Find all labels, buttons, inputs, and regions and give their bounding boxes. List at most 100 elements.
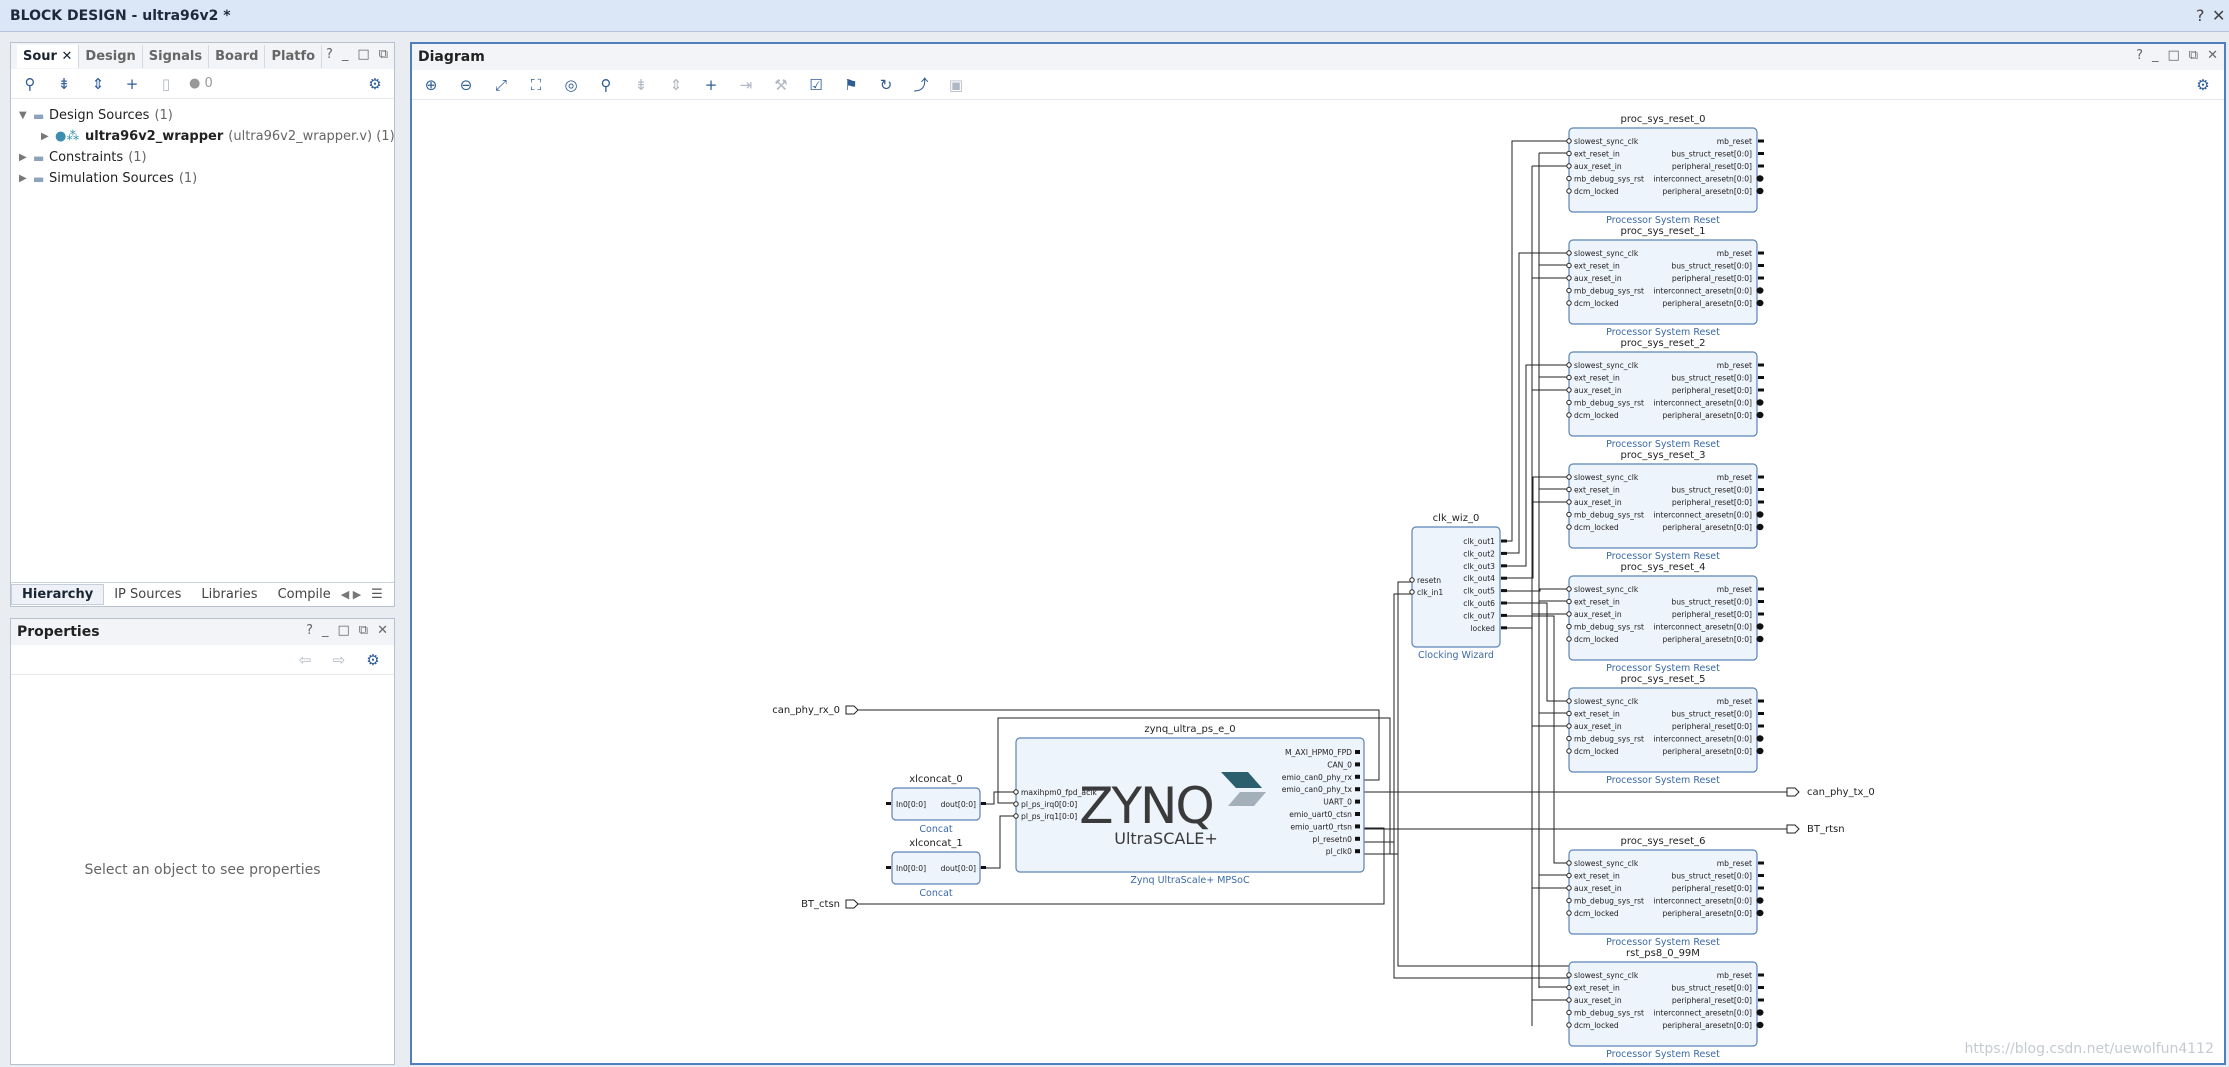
caret-down-icon[interactable]: ▼: [19, 110, 27, 121]
zoom-area-icon[interactable]: ⛶: [530, 75, 542, 94]
wire-pl-resetn0[interactable]: [1364, 593, 1412, 843]
caret-right-icon[interactable]: ▶: [19, 152, 27, 163]
wire-clk-out6[interactable]: [1507, 602, 1569, 702]
wire-clk-out4[interactable]: [1507, 476, 1569, 579]
port-pin[interactable]: [1756, 897, 1764, 904]
port-pin[interactable]: [1501, 564, 1507, 568]
tree-item-constraints[interactable]: ▶ ▬ Constraints (1): [19, 150, 147, 165]
port-bt-ctsn-pin[interactable]: [845, 899, 859, 909]
port-pin[interactable]: [1355, 762, 1360, 767]
port-pin[interactable]: [1756, 187, 1764, 195]
port-pin[interactable]: [1355, 824, 1360, 829]
port-pin[interactable]: [1355, 774, 1360, 779]
port-pin[interactable]: [1566, 250, 1572, 256]
scroll-tabs-icon[interactable]: ◀ ▶: [340, 588, 362, 601]
minimize-icon[interactable]: _: [2152, 48, 2159, 63]
port-pin[interactable]: [1566, 598, 1572, 605]
block-proc_sys_reset_3[interactable]: [1568, 463, 1758, 549]
wire-clk-out3[interactable]: [1507, 364, 1569, 567]
regenerate-layout-icon[interactable]: ↻: [879, 75, 893, 94]
block-xlconcat_1[interactable]: [891, 851, 981, 885]
tab-board[interactable]: Board: [209, 44, 266, 68]
port-pin[interactable]: [1566, 524, 1572, 530]
port-pin[interactable]: [1566, 287, 1572, 294]
zoom-out-icon[interactable]: ⊖: [459, 75, 473, 94]
port-pin[interactable]: [1501, 626, 1507, 630]
port-pin[interactable]: [1566, 138, 1572, 144]
port-pin[interactable]: [1501, 539, 1507, 543]
validate-icon[interactable]: ☑: [809, 75, 823, 94]
center-icon[interactable]: ◎: [564, 75, 578, 94]
port-pin[interactable]: [1756, 523, 1764, 531]
port-pin[interactable]: [1758, 139, 1764, 143]
settings-gear-icon[interactable]: ⚙: [366, 650, 380, 669]
tree-item-design-sources[interactable]: ▼ ▬ Design Sources (1): [19, 108, 173, 123]
wire-can-rx[interactable]: [858, 709, 1380, 781]
port-pin[interactable]: [1501, 613, 1507, 617]
tab-design[interactable]: Design: [79, 44, 143, 68]
port-pin[interactable]: [1758, 500, 1764, 504]
port-pin[interactable]: [1758, 874, 1764, 877]
port-pin[interactable]: [1566, 984, 1572, 991]
port-pin[interactable]: [1756, 909, 1764, 917]
port-pin[interactable]: [1758, 986, 1764, 989]
float-icon[interactable]: ⧉: [358, 623, 369, 638]
collapse-all-icon[interactable]: ⇟: [57, 74, 71, 93]
port-pin[interactable]: [1566, 163, 1572, 169]
wire-irq1[interactable]: [980, 815, 1016, 869]
help-icon[interactable]: ?: [2196, 6, 2205, 25]
port-can-phy-tx-pin[interactable]: [1786, 787, 1800, 797]
port-pin[interactable]: [1758, 724, 1764, 728]
port-pin[interactable]: [1758, 164, 1764, 168]
maximize-icon[interactable]: □: [337, 623, 350, 638]
wrench-icon[interactable]: ⚒: [774, 75, 788, 94]
port-pin[interactable]: [1501, 551, 1507, 555]
port-pin[interactable]: [1566, 723, 1572, 729]
port-pin[interactable]: [1758, 363, 1764, 367]
caret-right-icon[interactable]: ▶: [19, 173, 27, 184]
float-icon[interactable]: ⧉: [378, 47, 388, 62]
port-pin[interactable]: [1566, 399, 1572, 406]
wire-clk-out2[interactable]: [1507, 252, 1569, 554]
wire-clk-out5[interactable]: [1507, 588, 1569, 592]
back-arrow-icon[interactable]: ⇦: [298, 650, 312, 669]
port-pin[interactable]: [1756, 287, 1764, 294]
port-pin[interactable]: [1758, 388, 1764, 392]
port-pin[interactable]: [1566, 300, 1572, 306]
block-proc_sys_reset_0[interactable]: [1568, 127, 1758, 213]
collapse-icon[interactable]: ⇟: [634, 75, 648, 94]
zoom-fit-icon[interactable]: ⤢: [494, 75, 507, 94]
close-icon[interactable]: ✕: [2207, 48, 2218, 63]
tree-item-wrapper[interactable]: ▶ ●⁂ ultra96v2_wrapper (ultra96v2_wrappe…: [41, 129, 395, 144]
port-pin[interactable]: [1355, 787, 1360, 792]
port-pin[interactable]: [1756, 1009, 1764, 1016]
port-pin[interactable]: [1566, 735, 1572, 742]
tab-sources[interactable]: Sour ✕: [17, 44, 80, 68]
settings-gear-icon[interactable]: ⚙: [368, 74, 382, 93]
port-pin[interactable]: [886, 802, 891, 805]
port-pin[interactable]: [1758, 612, 1764, 616]
port-pin[interactable]: [1758, 152, 1764, 155]
tab-platform[interactable]: Platfo: [265, 44, 323, 68]
port-pin[interactable]: [1566, 499, 1572, 505]
port-pin[interactable]: [1566, 897, 1572, 904]
pin-icon[interactable]: ⚑: [844, 75, 858, 94]
port-pin[interactable]: [1758, 488, 1764, 491]
port-pin[interactable]: [1566, 586, 1572, 592]
port-pin[interactable]: [1566, 387, 1572, 393]
chip-icon[interactable]: ▣: [948, 75, 964, 94]
subtab-libraries[interactable]: Libraries: [201, 587, 258, 602]
port-pin[interactable]: [1566, 910, 1572, 916]
subtab-ip-sources[interactable]: IP Sources: [114, 587, 182, 602]
port-pin[interactable]: [1758, 886, 1764, 890]
port-pin[interactable]: [1758, 376, 1764, 379]
wire-pl-clk0[interactable]: [1364, 581, 1412, 855]
close-icon[interactable]: ✕: [2212, 6, 2226, 25]
port-pin[interactable]: [1013, 801, 1019, 807]
port-pin[interactable]: [1566, 710, 1572, 717]
port-pin[interactable]: [1566, 698, 1572, 704]
port-pin[interactable]: [1566, 972, 1572, 978]
tab-signals[interactable]: Signals: [143, 44, 210, 68]
close-tab-icon[interactable]: ✕: [61, 48, 73, 64]
